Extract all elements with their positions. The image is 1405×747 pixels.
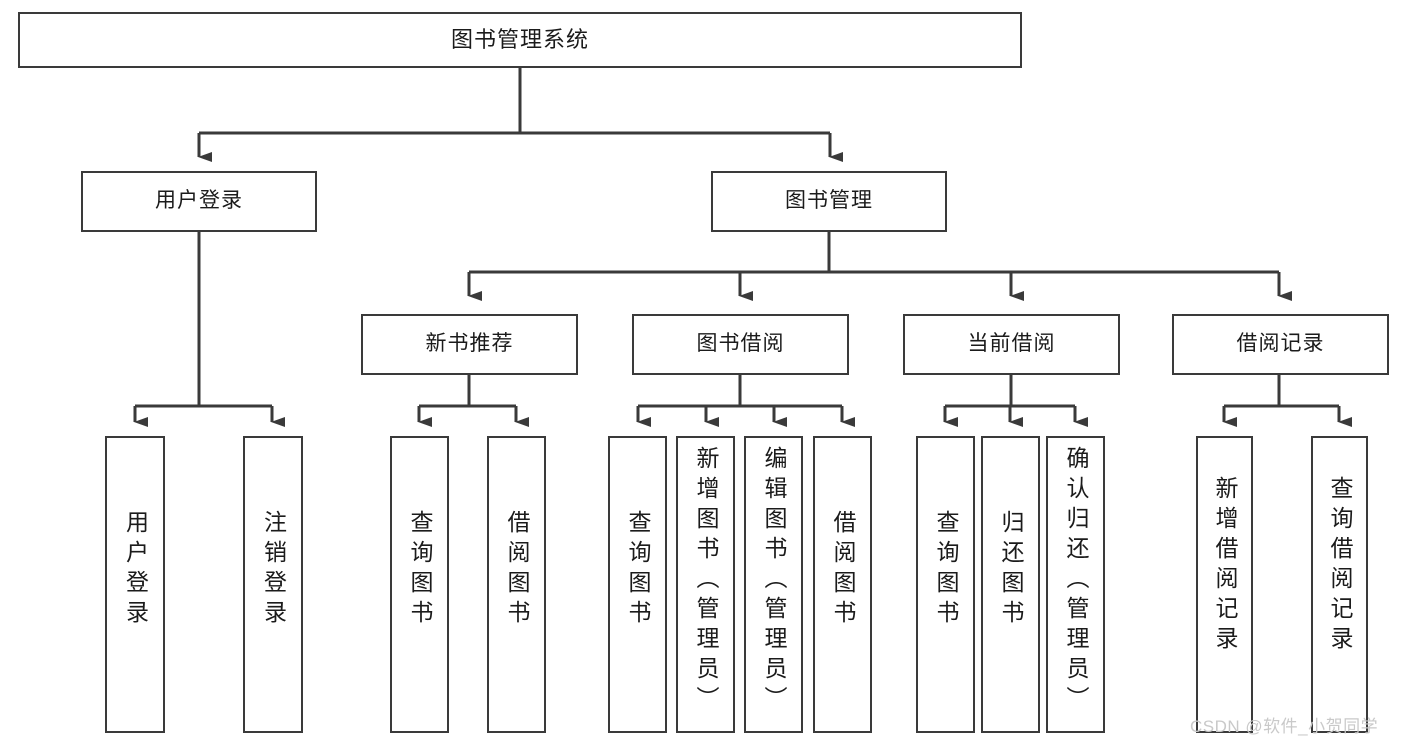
leaf-current-borrow-query[interactable]: 查询图书 (916, 436, 975, 733)
leaf-label: 编辑图书（管理员） (761, 446, 787, 716)
leaf-current-borrow-confirm-return[interactable]: 确认归还（管理员） (1046, 436, 1105, 733)
node-label: 图书借阅 (696, 332, 785, 356)
leaf-label: 查询借阅记录 (1327, 476, 1353, 656)
leaf-user-login-logout[interactable]: 注销登录 (243, 436, 303, 733)
leaf-user-login-login[interactable]: 用户登录 (105, 436, 165, 733)
node-borrow-record[interactable]: 借阅记录 (1172, 314, 1389, 375)
leaf-label: 查询图书 (625, 510, 651, 630)
leaf-label: 借阅图书 (830, 510, 856, 630)
leaf-book-borrow-add[interactable]: 新增图书（管理员） (676, 436, 735, 733)
node-label: 借阅记录 (1236, 332, 1325, 356)
leaf-label: 注销登录 (260, 510, 287, 630)
node-book-borrow[interactable]: 图书借阅 (632, 314, 849, 375)
leaf-label: 确认归还（管理员） (1063, 446, 1089, 716)
node-book-management[interactable]: 图书管理 (711, 171, 947, 232)
node-current-borrow[interactable]: 当前借阅 (903, 314, 1120, 375)
leaf-new-book-query[interactable]: 查询图书 (390, 436, 449, 733)
leaf-label: 新增借阅记录 (1212, 476, 1238, 656)
leaf-label: 查询图书 (407, 510, 433, 630)
leaf-label: 借阅图书 (504, 510, 530, 630)
leaf-book-borrow-edit[interactable]: 编辑图书（管理员） (744, 436, 803, 733)
node-label: 图书管理 (785, 189, 873, 213)
node-user-login[interactable]: 用户登录 (81, 171, 317, 232)
node-label: 新书推荐 (425, 332, 514, 356)
node-root-book-management-system[interactable]: 图书管理系统 (18, 12, 1022, 68)
leaf-label: 归还图书 (998, 510, 1024, 630)
leaf-label: 新增图书（管理员） (693, 446, 719, 716)
leaf-borrow-record-query[interactable]: 查询借阅记录 (1311, 436, 1368, 733)
leaf-book-borrow-borrow[interactable]: 借阅图书 (813, 436, 872, 733)
node-label: 当前借阅 (967, 332, 1056, 356)
node-label: 用户登录 (155, 189, 243, 213)
node-label: 图书管理系统 (450, 27, 589, 53)
leaf-borrow-record-add[interactable]: 新增借阅记录 (1196, 436, 1253, 733)
leaf-new-book-borrow[interactable]: 借阅图书 (487, 436, 546, 733)
leaf-label: 用户登录 (122, 510, 149, 630)
leaf-book-borrow-query[interactable]: 查询图书 (608, 436, 667, 733)
node-new-book-recommend[interactable]: 新书推荐 (361, 314, 578, 375)
csdn-watermark: CSDN @软件_小贺同学 (1190, 717, 1379, 736)
leaf-current-borrow-return[interactable]: 归还图书 (981, 436, 1040, 733)
leaf-label: 查询图书 (933, 510, 959, 630)
